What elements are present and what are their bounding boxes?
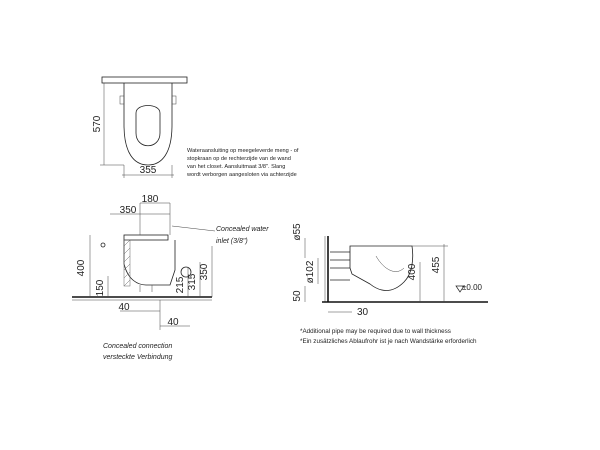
drain-outlet bbox=[180, 266, 192, 278]
dim-40-a: 40 bbox=[118, 302, 130, 313]
dim-width: 355 bbox=[140, 165, 157, 176]
note-nl-line-3: van het closet. Aansluitmaat 3/8". Slang bbox=[187, 164, 285, 170]
seat-lid bbox=[123, 234, 169, 241]
hatch-2 bbox=[123, 247, 131, 255]
fixing-lug-left bbox=[119, 95, 125, 105]
dim-40-b: 40 bbox=[167, 317, 179, 328]
fixing-lug-right bbox=[171, 95, 177, 105]
wall-hatch-box bbox=[123, 239, 131, 287]
dim-dia102: ø102 bbox=[305, 260, 316, 283]
hatch-4 bbox=[123, 263, 131, 271]
hatch-1 bbox=[123, 239, 131, 247]
note-nl-line-1: Wateraansluiting op meegeleverde meng - … bbox=[187, 148, 299, 154]
note-dutch: Wateraansluiting op meegeleverde meng - … bbox=[186, 148, 299, 178]
level-label: ±0.00 bbox=[462, 283, 483, 292]
level-marker-icon bbox=[455, 285, 465, 293]
section-trap-curve bbox=[375, 255, 405, 272]
dim-depth: 570 bbox=[92, 115, 103, 132]
water-connection-point bbox=[100, 242, 106, 248]
leader-water-inlet bbox=[171, 225, 216, 232]
bowl-opening bbox=[135, 105, 161, 147]
dim-350-right: 350 bbox=[199, 263, 210, 280]
dim-section-400: 400 bbox=[407, 263, 418, 280]
dim-455: 455 bbox=[431, 256, 442, 273]
footnote-english: *Additional pipe may be required due to … bbox=[300, 328, 451, 335]
section-view: ø55 ø102 50 30 400 455 ±0.00 bbox=[292, 223, 488, 318]
dim-50: 50 bbox=[292, 290, 303, 302]
water-inlet-label-2: inlet (3/8") bbox=[216, 238, 248, 245]
hatch-3 bbox=[123, 255, 131, 263]
top-view: 570 355 bbox=[92, 76, 188, 178]
dim-150: 150 bbox=[95, 279, 106, 296]
bowl-outline bbox=[123, 83, 173, 166]
concealed-connection-label-1: Concealed connection bbox=[103, 343, 172, 350]
dim-30: 30 bbox=[357, 307, 369, 318]
bowl-body bbox=[123, 240, 176, 286]
side-view: 350 180 400 150 215 315 350 Concealed wa… bbox=[72, 194, 269, 361]
note-nl-line-2: stopkraan op de rechterzijde van de wand bbox=[187, 156, 291, 162]
dim-215: 215 bbox=[175, 276, 186, 293]
footnote-german: *Ein zusätzliches Ablaufrohr ist je nach… bbox=[300, 338, 477, 345]
dim-350-top: 350 bbox=[120, 205, 137, 216]
dim-400: 400 bbox=[76, 259, 87, 276]
note-nl-line-4: wordt verborgen aangesloten via achterzi… bbox=[186, 172, 297, 178]
hatch-5 bbox=[123, 271, 131, 279]
dim-315: 315 bbox=[187, 273, 198, 290]
hatch-6 bbox=[123, 279, 131, 287]
dim-dia55: ø55 bbox=[292, 223, 303, 241]
water-inlet-label-1: Concealed water bbox=[216, 226, 269, 233]
section-bowl-outline bbox=[349, 245, 414, 291]
wall-plate bbox=[101, 76, 188, 84]
concealed-connection-label-2: versteckte Verbindung bbox=[103, 354, 172, 361]
dim-180: 180 bbox=[142, 194, 159, 205]
